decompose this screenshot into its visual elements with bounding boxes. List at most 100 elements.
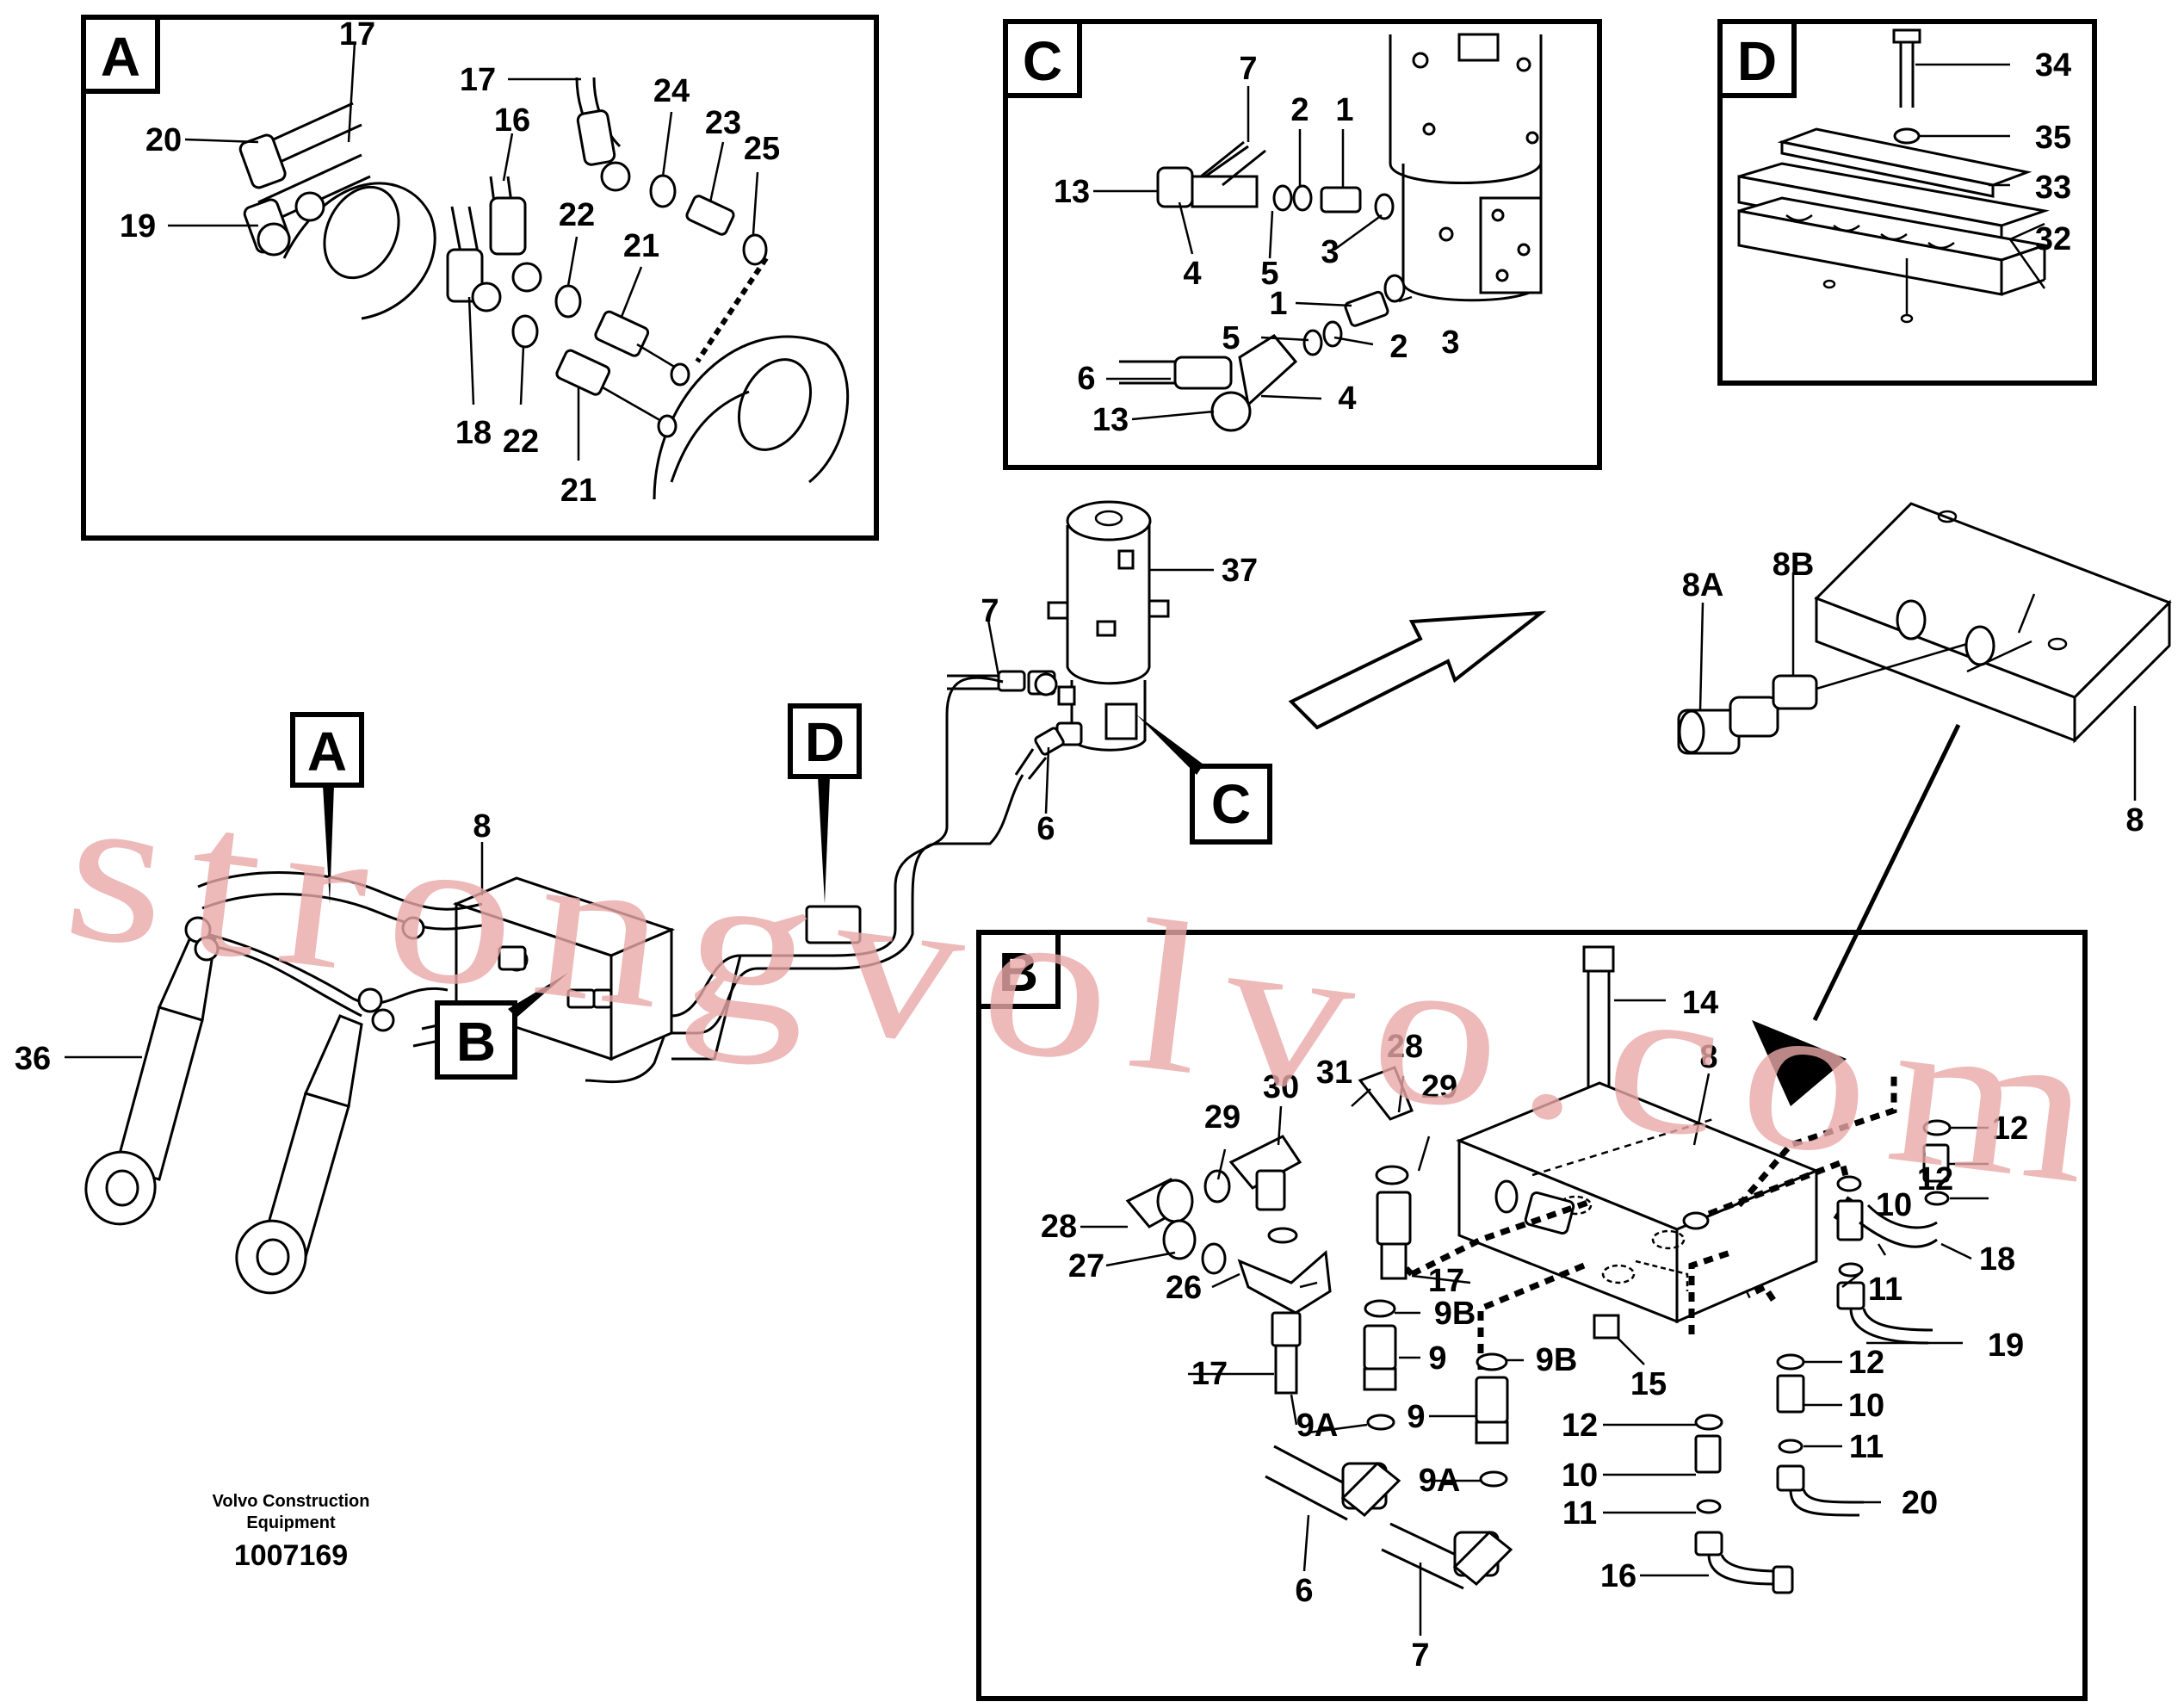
label-2-c1: 2 xyxy=(1290,92,1309,128)
svg-text:D: D xyxy=(1737,30,1777,92)
svg-text:D: D xyxy=(805,711,845,773)
label-9A-b1: 9A xyxy=(1296,1408,1339,1444)
detail-c-drawing xyxy=(1119,33,1543,432)
label-23-a: 23 xyxy=(705,105,741,141)
label-10-b1: 10 xyxy=(1562,1457,1598,1494)
label-36: 36 xyxy=(15,1041,51,1077)
main-labels: 37 7 6 8 36 8A 8B 8 xyxy=(15,547,2144,1077)
label-21-a1: 21 xyxy=(623,228,659,264)
detail-c-leaders xyxy=(1093,86,1413,421)
label-11-b2: 11 xyxy=(1849,1429,1884,1465)
svg-text:B: B xyxy=(456,1011,496,1073)
label-9-b2: 9 xyxy=(1407,1399,1425,1435)
label-33-d: 33 xyxy=(2035,170,2071,206)
detail-frame-b xyxy=(976,930,2088,1701)
label-5-c2: 5 xyxy=(1222,320,1240,356)
label-8-block: 8 xyxy=(2125,802,2144,839)
label-17-a2: 17 xyxy=(460,62,496,98)
watermark-text: strongvolvo.com xyxy=(54,745,2125,1232)
svg-text:A: A xyxy=(307,721,347,783)
detail-b-leaders xyxy=(1080,999,1989,1636)
frame-tab-c: C xyxy=(1003,19,1082,98)
detail-c-labels: 7 2 1 13 4 5 3 1 3 5 2 6 13 4 xyxy=(1054,51,1460,438)
frame-tab-d: D xyxy=(1717,19,1797,98)
label-10-b3: 10 xyxy=(1876,1187,1912,1223)
label-15-b: 15 xyxy=(1630,1366,1667,1402)
label-1-c2: 1 xyxy=(1269,286,1287,322)
label-13-c2: 13 xyxy=(1092,402,1129,438)
detail-a-leaders xyxy=(168,42,759,461)
label-1-c1: 1 xyxy=(1335,92,1353,128)
label-32-d: 32 xyxy=(2035,221,2071,257)
svg-text:A: A xyxy=(101,26,140,88)
label-12-b1: 12 xyxy=(1562,1408,1598,1444)
detail-a-labels: 17 20 19 17 16 24 23 25 22 21 18 22 21 xyxy=(120,16,780,509)
label-11-b1: 11 xyxy=(1562,1495,1597,1532)
footer-drawing-number: 1007169 xyxy=(234,1539,348,1572)
label-20-b: 20 xyxy=(1902,1485,1938,1521)
detail-d-drawing xyxy=(1737,28,2050,324)
label-13-c1: 13 xyxy=(1054,174,1090,210)
label-3-c2: 3 xyxy=(1441,325,1459,361)
label-4-c2: 4 xyxy=(1338,381,1356,417)
label-16-a: 16 xyxy=(494,102,530,139)
hose-runs xyxy=(585,676,1024,1084)
label-12-b4: 12 xyxy=(1917,1161,1953,1197)
label-11-b3: 11 xyxy=(1868,1272,1902,1308)
label-17-b2: 17 xyxy=(1428,1263,1464,1299)
label-19-a: 19 xyxy=(120,208,156,244)
label-12-b2: 12 xyxy=(1848,1345,1884,1381)
label-28-b1: 28 xyxy=(1387,1029,1423,1065)
label-22-a2: 22 xyxy=(503,424,539,460)
footer-brand-line1: Volvo Construction xyxy=(213,1492,370,1511)
label-28-b2: 28 xyxy=(1041,1209,1077,1245)
label-9B-b1: 9B xyxy=(1434,1296,1476,1332)
label-29-b2: 29 xyxy=(1204,1099,1240,1136)
callout-d-main: D xyxy=(788,703,862,904)
label-27-b: 27 xyxy=(1068,1248,1104,1284)
label-26-b: 26 xyxy=(1166,1270,1202,1306)
label-4-c1: 4 xyxy=(1183,256,1201,292)
label-8A: 8A xyxy=(1682,567,1724,603)
label-16-b: 16 xyxy=(1600,1558,1636,1594)
callout-a-main: A xyxy=(290,712,364,904)
label-8B: 8B xyxy=(1773,547,1815,583)
svg-text:B: B xyxy=(999,941,1038,1003)
label-7-c: 7 xyxy=(1239,51,1257,87)
label-10-b2: 10 xyxy=(1848,1388,1884,1424)
detail-b-drawing xyxy=(1125,945,1952,1594)
label-34-d: 34 xyxy=(2035,47,2071,84)
label-29-b1: 29 xyxy=(1421,1069,1457,1105)
label-37: 37 xyxy=(1222,553,1258,589)
detail-d-labels: 34 35 33 32 xyxy=(2035,47,2071,257)
label-8-main: 8 xyxy=(473,808,491,845)
label-9B-b2: 9B xyxy=(1536,1342,1578,1378)
frame-tab-b: B xyxy=(976,930,1061,1009)
lift-cylinders xyxy=(84,871,483,1295)
direction-arrow-hollow xyxy=(1288,610,1547,730)
detail-d-leaders xyxy=(1915,63,2046,289)
swivel-assembly xyxy=(947,500,1170,780)
detail-frame-d xyxy=(1717,19,2097,386)
label-25-a: 25 xyxy=(744,131,780,167)
detail-frame-c xyxy=(1003,19,1602,470)
detail-frame-a xyxy=(81,15,879,541)
detail-a-drawing xyxy=(238,77,850,500)
label-12-b3: 12 xyxy=(1992,1111,2028,1147)
label-6-c: 6 xyxy=(1077,361,1095,397)
label-18-a: 18 xyxy=(455,415,492,451)
direction-arrow-solid xyxy=(1752,723,1961,1106)
label-24-a: 24 xyxy=(653,73,690,109)
main-leaders xyxy=(65,568,2137,1059)
label-6-main: 6 xyxy=(1036,811,1055,847)
label-9-b1: 9 xyxy=(1428,1340,1446,1377)
label-21-a2: 21 xyxy=(560,473,597,509)
valve-block-main xyxy=(412,876,676,1061)
callout-b-main: B xyxy=(435,973,568,1080)
detail-b-labels: 14 8 28 29 31 30 29 28 27 26 17 17 9B 9 … xyxy=(1041,985,2028,1674)
label-18-b: 18 xyxy=(1979,1241,2015,1278)
valve-block-8 xyxy=(1677,502,2172,755)
footer-block: Volvo Construction Equipment 1007169 xyxy=(213,1492,370,1572)
label-14-b: 14 xyxy=(1682,985,1718,1021)
